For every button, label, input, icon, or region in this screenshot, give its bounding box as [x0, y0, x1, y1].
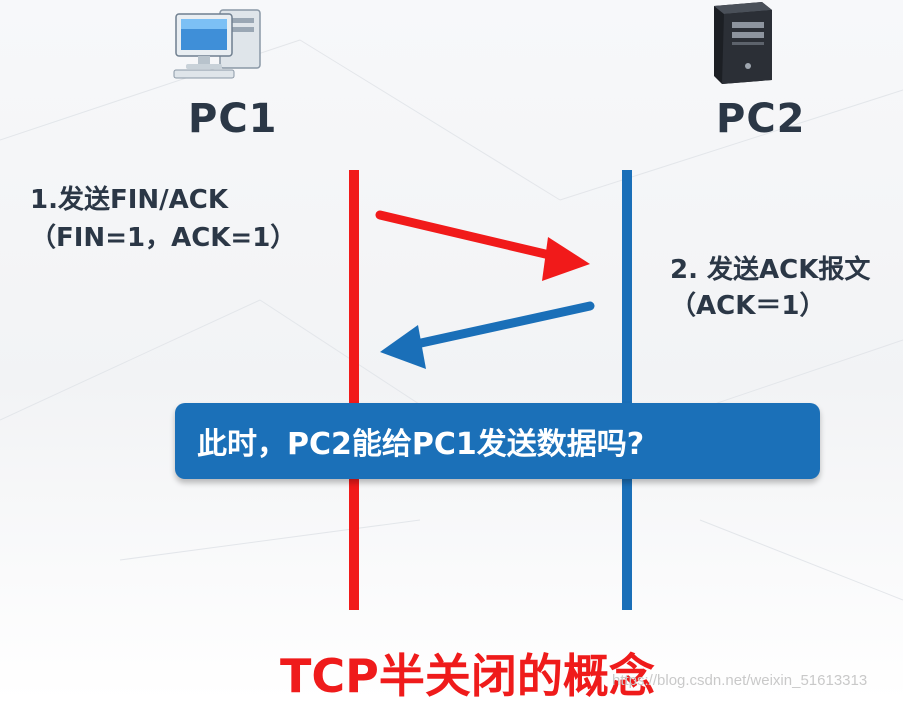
pc1-timeline: [349, 170, 359, 610]
watermark: https://blog.csdn.net/weixin_51613313: [612, 672, 868, 689]
pc2-timeline: [622, 170, 632, 610]
fin-ack-arrow: [375, 210, 590, 281]
step1-detail: （FIN=1，ACK=1）: [30, 223, 297, 253]
desktop-computer-icon: [173, 9, 261, 79]
server-tower-icon: [714, 2, 772, 84]
step2-title: 2. 发送ACK报文: [670, 255, 871, 285]
callout-text: 此时，PC2能给PC1发送数据吗?: [197, 427, 645, 462]
step2-detail: （ACK＝1）: [670, 291, 826, 321]
pc2-label: PC2: [716, 96, 806, 142]
question-callout: 此时，PC2能给PC1发送数据吗?: [175, 403, 820, 479]
pc1-label: PC1: [188, 96, 278, 142]
step1-title: 1.发送FIN/ACK: [30, 185, 229, 215]
diagram-title: TCP半关闭的概念: [280, 649, 655, 701]
ack-arrow: [380, 301, 595, 369]
